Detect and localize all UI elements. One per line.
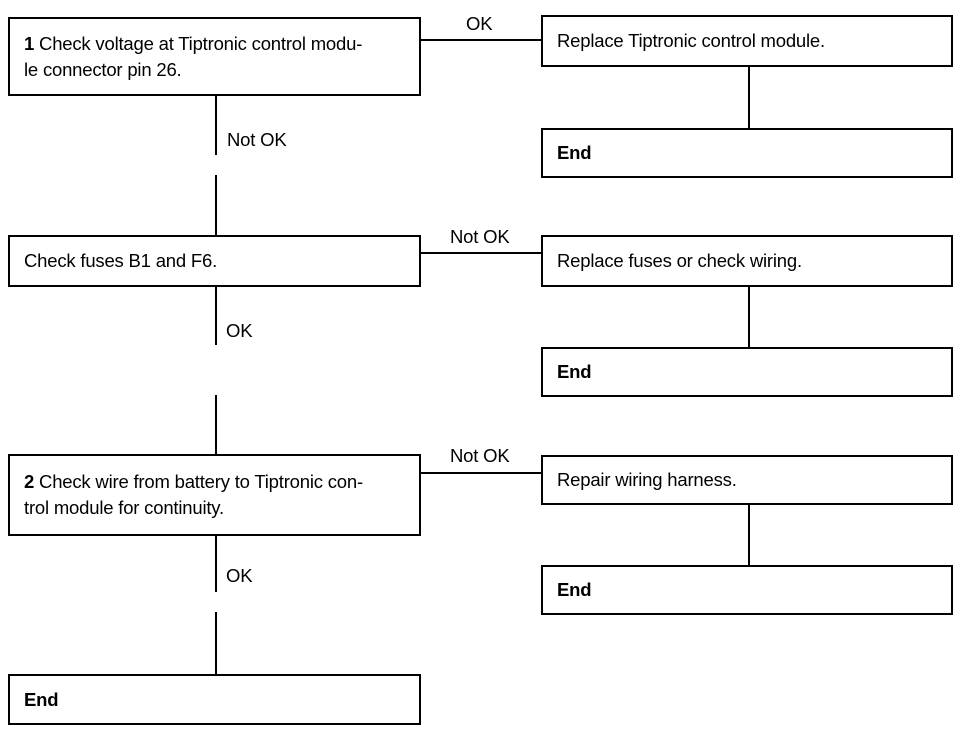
replace-fuses-text: Replace fuses or check wiring.	[557, 250, 802, 271]
connector-fuses-step2-seg1	[215, 287, 217, 345]
node-step2: 2 Check wire from battery to Tiptronic c…	[8, 454, 421, 536]
end-repair-harness-text: End	[557, 579, 592, 600]
node-check-fuses: Check fuses B1 and F6.	[8, 235, 421, 287]
connector-step1-fuses-seg2	[215, 175, 217, 235]
step2-number: 2	[24, 471, 35, 492]
node-step1-line1: 1 Check voltage at Tiptronic control mod…	[24, 31, 409, 57]
connector-replace-module-end	[748, 67, 750, 128]
node-replace-module: Replace Tiptronic control module.	[541, 15, 953, 67]
node-replace-fuses: Replace fuses or check wiring.	[541, 235, 953, 287]
connector-step2-end-seg2	[215, 612, 217, 674]
edge-label-step1-ok: OK	[466, 13, 493, 34]
node-end-replace-module: End	[541, 128, 953, 178]
edge-label-step1-notok: Not OK	[227, 129, 287, 150]
connector-step2-end-seg1	[215, 536, 217, 592]
end-replace-module-text: End	[557, 142, 592, 163]
connector-step2-repair-harness	[421, 472, 541, 474]
end-replace-fuses-text: End	[557, 361, 592, 382]
edge-label-fuses-ok: OK	[226, 320, 253, 341]
connector-fuses-step2-seg2	[215, 395, 217, 454]
node-end-replace-fuses: End	[541, 347, 953, 397]
connector-step1-replace-module	[421, 39, 541, 41]
node-step1: 1 Check voltage at Tiptronic control mod…	[8, 17, 421, 96]
edge-label-step2-ok: OK	[226, 565, 253, 586]
connector-replace-fuses-end	[748, 287, 750, 347]
node-end-repair-harness: End	[541, 565, 953, 615]
node-step1-line2: le connector pin 26.	[24, 58, 182, 80]
node-repair-harness: Repair wiring harness.	[541, 455, 953, 505]
edge-label-fuses-notok: Not OK	[450, 226, 510, 247]
connector-step1-fuses-seg1	[215, 96, 217, 155]
node-step2-line2: trol module for continuity.	[24, 497, 224, 518]
node-end-final: End	[8, 674, 421, 725]
step2-text1: Check wire from battery to Tiptronic con…	[39, 471, 363, 492]
connector-repair-harness-end	[748, 505, 750, 565]
step1-number: 1	[24, 32, 35, 54]
end-final-text: End	[24, 688, 59, 710]
node-step2-line1: 2 Check wire from battery to Tiptronic c…	[24, 469, 409, 495]
step1-text1: Check voltage at Tiptronic control modu-	[39, 32, 363, 54]
connector-fuses-replace-fuses	[421, 252, 541, 254]
repair-harness-text: Repair wiring harness.	[557, 469, 737, 490]
replace-module-text: Replace Tiptronic control module.	[557, 30, 825, 51]
check-fuses-text: Check fuses B1 and F6.	[24, 250, 218, 271]
edge-label-step2-notok: Not OK	[450, 445, 510, 466]
